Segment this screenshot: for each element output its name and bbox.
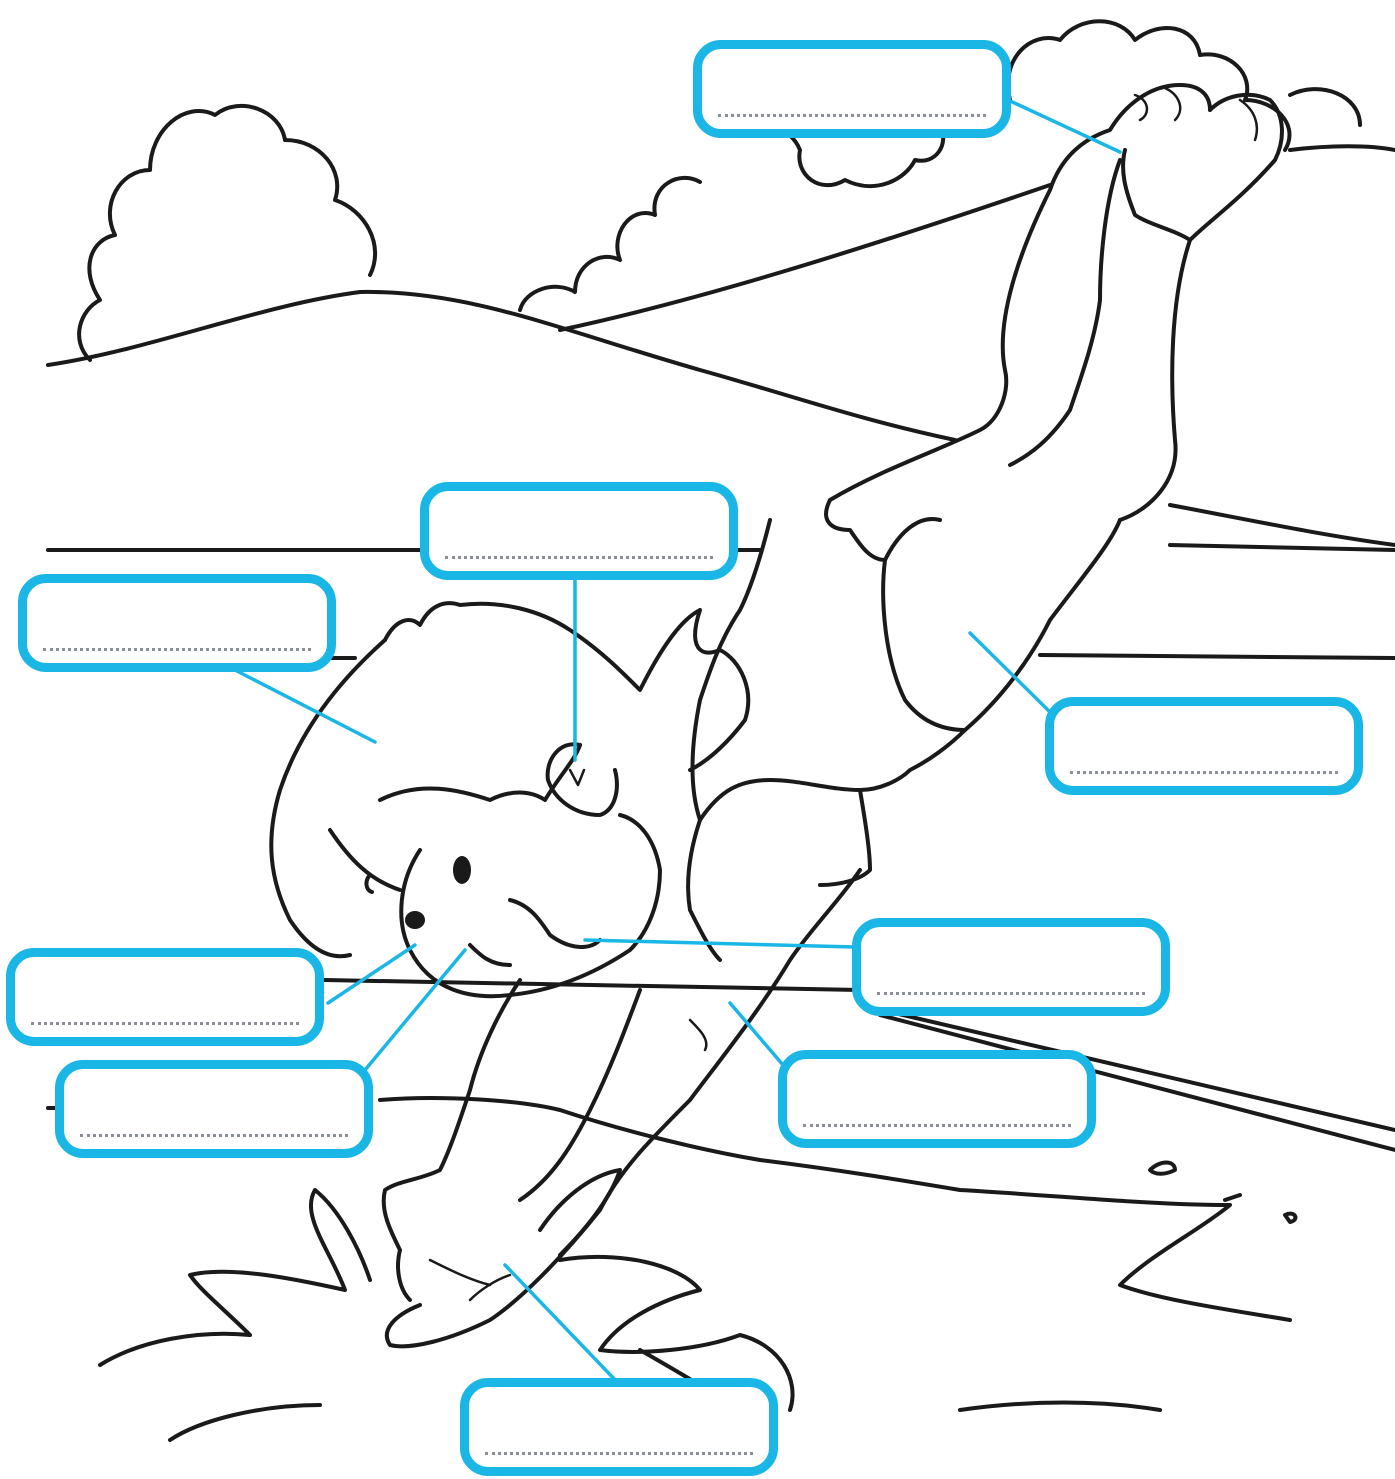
label-box-ear[interactable]	[420, 482, 738, 580]
swimsuit-body	[693, 500, 1121, 885]
label-box-arm[interactable]	[778, 1050, 1096, 1148]
label-box-hand[interactable]	[460, 1378, 778, 1476]
write-line	[718, 114, 986, 117]
write-line	[877, 992, 1145, 995]
label-box-toes[interactable]	[693, 40, 1011, 138]
label-box-stomach[interactable]	[1045, 697, 1363, 795]
label-box-chin[interactable]	[55, 1060, 373, 1158]
write-line	[80, 1134, 348, 1137]
head-hair	[271, 603, 748, 996]
label-box-hair[interactable]	[18, 574, 336, 672]
label-box-nose[interactable]	[6, 948, 324, 1046]
write-line	[445, 556, 713, 559]
write-line	[485, 1452, 753, 1455]
label-box-mouth[interactable]	[852, 918, 1170, 1016]
write-line	[43, 648, 311, 651]
write-line	[1070, 771, 1338, 774]
legs	[830, 85, 1282, 520]
write-line	[803, 1124, 1071, 1127]
write-line	[31, 1022, 299, 1025]
